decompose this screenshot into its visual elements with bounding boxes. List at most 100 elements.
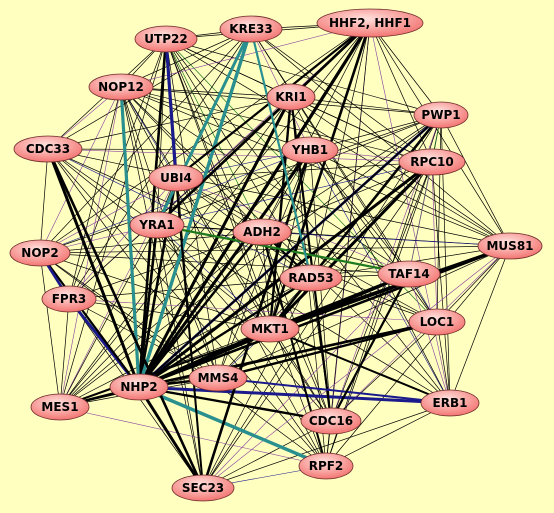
- edge-heavy: [155, 21, 372, 227]
- node-mes1[interactable]: MES1: [30, 393, 90, 421]
- edge-thin: [59, 298, 70, 408]
- edge-heavy: [46, 147, 205, 490]
- edge-thin: [202, 420, 332, 489]
- node-shape: [477, 232, 543, 260]
- edge-thin: [165, 38, 219, 379]
- node-shape: [240, 315, 300, 343]
- node-label: MES1: [41, 400, 78, 414]
- node-yhb1[interactable]: YHB1: [281, 136, 339, 164]
- edge-heavy: [164, 37, 178, 180]
- node-shape: [41, 285, 97, 313]
- node-shape: [377, 260, 441, 288]
- node-utp22[interactable]: UTP22: [134, 25, 198, 53]
- node-pwp1[interactable]: PWP1: [413, 101, 469, 129]
- node-rad53[interactable]: RAD53: [279, 264, 343, 292]
- node-fpr3[interactable]: FPR3: [41, 285, 97, 313]
- edge-heavy: [137, 385, 333, 423]
- node-taf14[interactable]: TAF14: [377, 260, 441, 288]
- edge-heavy: [268, 160, 434, 331]
- edge-thin: [165, 38, 271, 330]
- edge-thin: [47, 148, 271, 330]
- node-cdc33[interactable]: CDC33: [13, 135, 83, 163]
- edge-thin: [47, 148, 433, 163]
- node-shape: [13, 135, 83, 163]
- edge-thin: [325, 245, 511, 467]
- node-shape: [171, 474, 235, 502]
- edge-heavy: [137, 95, 293, 389]
- edge-thin: [156, 224, 451, 404]
- node-adh2[interactable]: ADH2: [232, 218, 292, 246]
- edge-thin: [431, 161, 451, 404]
- node-label: MKT1: [251, 322, 289, 336]
- node-mus81[interactable]: MUS81: [477, 232, 543, 260]
- edge-thin: [440, 114, 511, 247]
- node-shape: [298, 452, 354, 480]
- edge-thin: [39, 28, 252, 254]
- edge-thin: [39, 252, 61, 408]
- node-nhp2[interactable]: NHP2: [109, 373, 169, 401]
- edge-thin: [436, 114, 442, 323]
- node-label: UBI4: [160, 171, 192, 185]
- edge-thin: [408, 273, 451, 404]
- node-shape: [9, 239, 71, 267]
- node-ubi4[interactable]: UBI4: [148, 164, 204, 192]
- node-kri1[interactable]: KRI1: [266, 83, 316, 111]
- node-mkt1[interactable]: MKT1: [240, 315, 300, 343]
- edge-thin: [120, 86, 511, 247]
- node-shape: [420, 389, 480, 417]
- edge-thin: [309, 149, 511, 247]
- node-label: SEC23: [182, 481, 224, 495]
- edge-thin: [217, 245, 511, 379]
- node-erb1[interactable]: ERB1: [420, 389, 480, 417]
- edge-heavy: [137, 385, 452, 405]
- node-shape: [281, 136, 339, 164]
- node-mms4[interactable]: MMS4: [188, 364, 248, 392]
- edge-heavy: [46, 147, 141, 389]
- edge-thin: [47, 148, 158, 226]
- edge-thin: [290, 96, 511, 247]
- node-label: MMS4: [198, 371, 239, 385]
- node-shape: [148, 164, 204, 192]
- node-rpf2[interactable]: RPF2: [298, 452, 354, 480]
- node-hhf2[interactable]: HHF2, HHF1: [316, 8, 424, 38]
- node-label: CDC33: [26, 142, 70, 156]
- edge-heavy: [216, 320, 439, 380]
- edge-thin: [217, 149, 311, 379]
- node-kre33[interactable]: KRE33: [219, 15, 283, 43]
- edge-thin: [120, 86, 332, 422]
- edge-thin: [250, 28, 433, 163]
- edge-thin: [59, 406, 327, 467]
- node-label: TAF14: [388, 267, 429, 281]
- node-label: YHB1: [291, 143, 328, 157]
- node-yra1[interactable]: YRA1: [129, 211, 185, 239]
- edge-thin: [68, 28, 252, 300]
- edge-thin: [261, 114, 442, 233]
- edge-thin: [39, 148, 49, 254]
- edge-thin: [261, 22, 371, 233]
- node-cdc16[interactable]: CDC16: [300, 407, 362, 435]
- node-loc1[interactable]: LOC1: [408, 308, 466, 336]
- edge-heavy: [137, 320, 439, 389]
- node-sec23[interactable]: SEC23: [171, 474, 235, 502]
- node-nop12[interactable]: NOP12: [88, 73, 154, 101]
- node-shape: [88, 73, 154, 101]
- edge-thin: [68, 86, 122, 300]
- node-nop2[interactable]: NOP2: [9, 239, 71, 267]
- node-shape: [300, 407, 362, 435]
- node-label: UTP22: [144, 32, 187, 46]
- edge-thin: [436, 245, 511, 323]
- node-rpc10[interactable]: RPC10: [398, 148, 466, 176]
- node-label: FPR3: [52, 292, 87, 306]
- node-label: RAD53: [288, 271, 333, 285]
- edge-thin: [120, 86, 158, 226]
- node-shape: [109, 373, 169, 401]
- edge-thin: [68, 177, 177, 300]
- edge-thin: [369, 22, 451, 404]
- node-label: RPC10: [410, 155, 454, 169]
- node-label: NOP2: [21, 246, 58, 260]
- edge-heavy: [137, 385, 328, 468]
- edge-thin: [330, 321, 438, 422]
- edge-thin: [325, 22, 371, 467]
